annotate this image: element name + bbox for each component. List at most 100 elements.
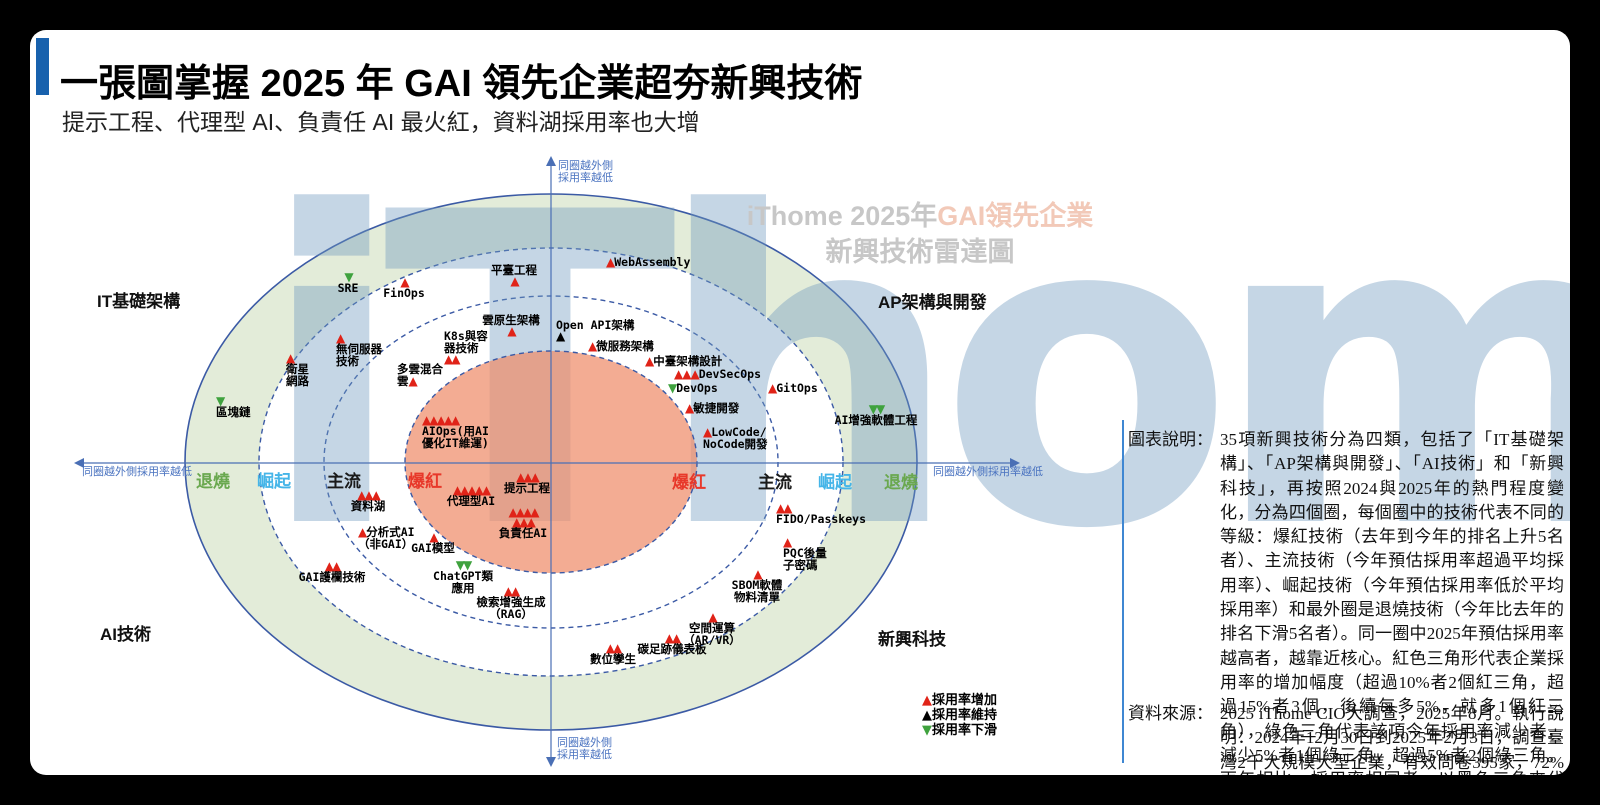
tech-label-line: FIDO/Passkeys	[776, 512, 867, 526]
triangle-row: ▼	[338, 271, 359, 283]
triangle-row: ▲▲▲	[504, 470, 550, 484]
tech-gitops: ▲GitOps	[768, 382, 818, 394]
triangle-up-icon: ▲	[526, 515, 536, 529]
triangle-row: ▲▲▲▲	[499, 505, 547, 519]
tech-webassembly: ▲WebAssembly	[606, 256, 690, 268]
axis-note-top: 同圈越外側 採用率越低	[558, 160, 613, 184]
tech-label-line: 碳足跡儀表板	[637, 642, 707, 656]
triangle-row: ▲▲	[444, 353, 488, 365]
tech-label-line: 空間運算	[689, 621, 735, 635]
triangle-down-icon: ▼	[868, 402, 878, 416]
tech-label-line: 技術	[336, 354, 359, 368]
triangle-up-icon: ▲	[450, 413, 460, 427]
tech-finops: ▲FinOps	[383, 276, 425, 299]
triangle-down-icon: ▼	[922, 723, 932, 738]
tech-microservices-arch: ▲微服務架構	[588, 340, 654, 352]
tech-label-line: （非GAI）	[358, 537, 414, 551]
triangle-row: ▲	[383, 276, 425, 288]
triangle-row: ▲▲▲	[351, 488, 386, 502]
triangle-up-icon: ▲	[523, 470, 532, 484]
tech-label-line: 檢索增強生成	[476, 595, 546, 609]
triangle-row: ▲▲▲▲▲	[447, 483, 495, 497]
tech-satellite-network: ▲衛星網路	[286, 352, 309, 387]
radar-watermark-prefix: iThome 2025年	[746, 201, 938, 231]
triangle-up-icon: ▲	[685, 401, 694, 415]
triangle-row: ▲	[732, 567, 783, 581]
radar-labels-layer: 同圈越外側 採用率越低 同圈越外側 採用率越低 同圈越外側採用率越低 同圈越外側…	[30, 30, 1570, 775]
tech-label-line: GAI護欄技術	[298, 570, 366, 584]
triangle-row: ▲▲	[638, 631, 707, 645]
tech-devsecops: ▲▲▲DevSecOps	[674, 368, 761, 380]
tech-label-line: 負責任AI	[498, 526, 548, 540]
notes-separator-line	[1122, 420, 1124, 763]
tech-label-line: 子密碼	[783, 558, 818, 572]
triangle-row: ▼	[216, 395, 251, 407]
triangle-up-icon: ▲	[682, 367, 691, 381]
tech-prompt-engineering: ▲▲▲提示工程	[504, 470, 550, 494]
ring-label-主流-2: 主流	[327, 472, 361, 491]
triangle-row: ▲▲▲▲▲	[422, 413, 489, 427]
tech-label-line: 資料湖	[350, 499, 386, 513]
tech-cloud-native-arch: 雲原生架構▲	[482, 313, 540, 337]
tech-label-line: ▲▲▲DevSecOps	[674, 367, 762, 381]
tech-fido-passkeys: ▲▲FIDO/Passkeys	[776, 502, 867, 526]
tech-platform-engineering: 平臺工程▲	[491, 264, 537, 287]
tech-lowcode-nocode: ▲LowCode/NoCode開發	[703, 426, 768, 450]
triangle-row: ▲	[411, 531, 455, 543]
tech-label-line: AIOps(用AI	[422, 424, 489, 438]
triangle-row: ▲▲	[590, 641, 636, 655]
tech-label-line: NoCode開發	[703, 437, 768, 451]
tech-label-line: ▲中臺架構設計	[645, 354, 723, 368]
triangle-up-icon: ▲	[664, 631, 674, 645]
triangle-up-icon: ▲	[522, 505, 532, 519]
triangle-row: ▲	[556, 329, 634, 343]
triangle-up-icon: ▲	[556, 329, 565, 343]
tech-responsible-ai: ▲▲▲▲▲▲▲負責任AI	[498, 505, 548, 540]
triangle-row: ▲▲▲	[499, 515, 547, 529]
tech-carbon-dashboard: ▲▲碳足跡儀表板	[637, 631, 707, 656]
triangle-up-icon: ▲	[530, 470, 540, 484]
tech-gai-model: ▲GAI模型	[411, 531, 455, 554]
triangle-up-icon: ▲	[358, 525, 367, 539]
triangle-up-icon: ▲	[753, 567, 762, 581]
legend-label: 採用率維持	[932, 707, 998, 722]
triangle-up-icon: ▲	[922, 708, 932, 723]
tech-sre: ▼SRE	[338, 271, 359, 294]
ring-label-主流-5: 主流	[758, 473, 792, 492]
triangle-row: ▲	[482, 325, 540, 337]
triangle-up-icon: ▲	[708, 610, 717, 624]
chart-note-block: 圖表說明： 35項新興技術分為四類，包括了「IT基礎架構」、「AP架構與開發」、…	[1128, 428, 1564, 775]
radar-core-and-axes	[74, 156, 1020, 767]
tech-label-line: PQC後量	[783, 546, 827, 560]
triangle-up-icon: ▲	[605, 641, 615, 655]
triangle-row: ▲	[336, 332, 382, 344]
source-note-text: 2025 iThome CIO大調查，2025年8月。執行說明：2024年12月…	[1220, 704, 1564, 772]
tech-digital-twin: ▲▲數位孿生	[590, 641, 636, 665]
chart-note-text: 35項新興技術分為四類，包括了「IT基礎架構」、「AP架構與開發」、「AI技術」…	[1220, 430, 1564, 775]
triangle-up-icon: ▲	[474, 483, 484, 497]
triangle-up-icon: ▲	[364, 488, 373, 502]
tech-rag: ▲▲檢索增強生成（RAG）	[476, 585, 546, 620]
tech-label-line: ▼DevOps	[668, 381, 718, 395]
triangle-down-icon: ▼	[463, 558, 472, 572]
tech-label-line: 雲原生架構	[482, 313, 540, 327]
quadrant-label-it-infra: IT基礎架構	[97, 292, 181, 311]
tech-label-line: ▲GitOps	[768, 381, 818, 395]
triangle-row: ▲▲	[477, 585, 546, 597]
ring-label-退燒-0: 退燒	[196, 472, 230, 491]
triangle-up-icon: ▲	[672, 631, 681, 645]
tech-label-line: ▲分析式AI	[358, 525, 415, 539]
triangle-up-icon: ▲	[783, 535, 792, 549]
tech-pqc: ▲PQC後量子密碼	[783, 535, 827, 572]
triangle-up-icon: ▲	[768, 381, 777, 395]
triangle-up-icon: ▲	[519, 515, 528, 529]
tech-label-line: AI增強軟體工程	[834, 413, 918, 427]
legend-item-2: ▼採用率下滑	[922, 723, 997, 738]
triangle-up-icon: ▲	[422, 413, 431, 427]
triangle-up-icon: ▲	[460, 483, 469, 497]
triangle-up-icon: ▲	[703, 425, 712, 439]
tech-label-line: ▲微服務架構	[588, 339, 654, 353]
axis-note-bottom: 同圈越外側 採用率越低	[557, 737, 612, 761]
quadrant-label-app-arch-dev: AP架構與開發	[878, 293, 987, 312]
